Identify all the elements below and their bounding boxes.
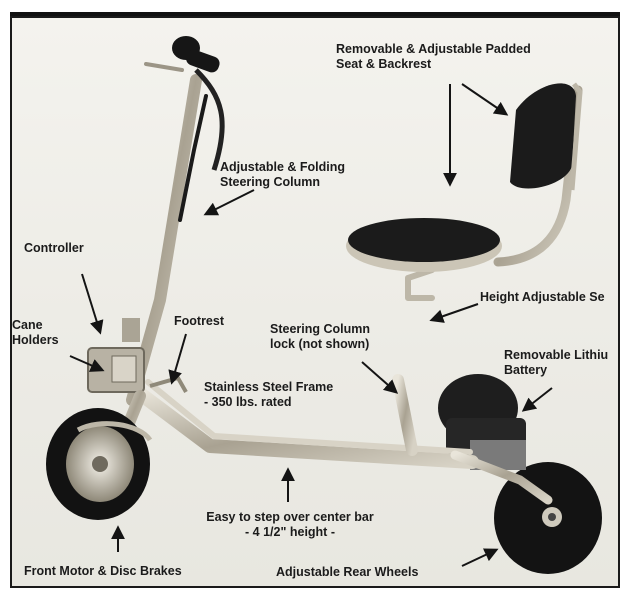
label-frame: Stainless Steel Frame - 350 lbs. rated [204,380,333,410]
label-battery-line1: Removable Lithiu [504,348,609,362]
label-steering-line2: Steering Column [220,175,321,189]
controller-box [87,318,145,393]
arrow-column-lock [361,361,399,394]
label-seat: Removable & Adjustable Padded Seat & Bac… [336,42,531,72]
label-controller: Controller [24,241,84,255]
label-center-bar: Easy to step over center bar - 4 1/2" he… [184,510,396,540]
arrow-steering [203,189,255,216]
arrow-controller [81,273,104,335]
frame-tubes [131,267,553,505]
front-wheel [46,390,153,520]
label-seat-line2: Seat & Backrest [336,57,432,71]
label-cane-line2: Holders [12,333,59,347]
backrest [510,82,583,191]
label-battery-line2: Battery [504,363,548,377]
label-seat-line1: Removable & Adjustable Padded [336,42,531,56]
top-border [10,12,620,18]
label-cane-holders: Cane Holders [12,318,59,348]
seat-post [413,85,583,399]
rear-wheel [494,462,602,574]
arrow-cane [69,355,105,372]
label-frame-line1: Stainless Steel Frame [204,380,334,394]
label-center-bar-line1: Easy to step over center bar [206,510,374,524]
label-rear-wheels: Adjustable Rear Wheels [276,565,419,579]
label-column-lock-line2: lock (not shown) [270,337,370,351]
arrow-rear-wheels [461,548,499,567]
arrow-seat-back [461,83,509,116]
label-steering-line1: Adjustable & Folding [220,160,345,174]
handlebar [144,36,225,171]
label-steering: Adjustable & Folding Steering Column [220,160,345,190]
label-frame-line2: - 350 lbs. rated [204,395,292,409]
label-column-lock: Steering Column lock (not shown) [270,322,370,352]
label-footrest: Footrest [174,314,224,328]
arrow-height-seat [429,303,479,323]
label-height-seat: Height Adjustable Se [480,290,605,304]
arrow-battery [521,387,553,412]
label-column-lock-line1: Steering Column [270,322,371,336]
label-battery: Removable Lithiu Battery [504,348,608,378]
seat-cushion [346,218,502,272]
label-front-motor: Front Motor & Disc Brakes [24,564,182,578]
arrow-footrest [168,333,187,385]
label-center-bar-line2: - 4 1/2" height - [245,525,335,539]
label-cane-line1: Cane [12,318,43,332]
